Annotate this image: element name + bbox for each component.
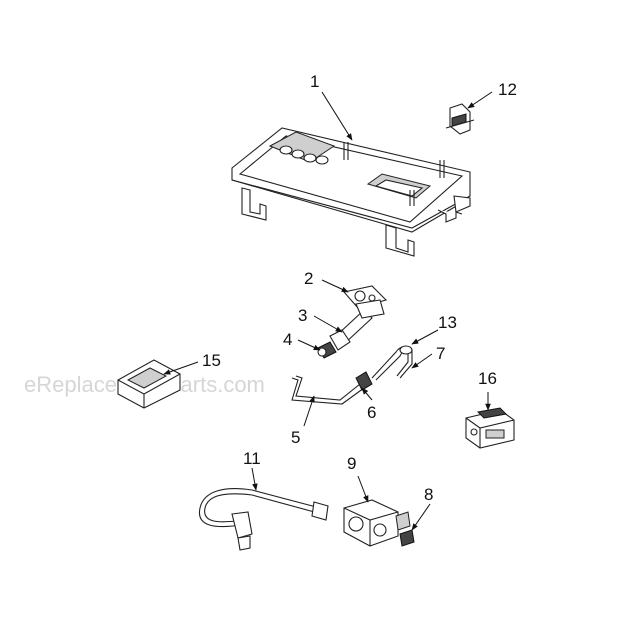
callout-15: 15 <box>202 351 221 370</box>
callout-3: 3 <box>298 306 307 325</box>
callout-16: 16 <box>478 369 497 388</box>
part-1-burner-tray[interactable] <box>231 127 471 257</box>
callout-13: 13 <box>438 313 457 332</box>
part-11-flex-hose[interactable] <box>198 488 329 551</box>
part-15-control-module[interactable] <box>117 359 181 409</box>
callout-1: 1 <box>310 72 319 91</box>
callout-12: 12 <box>498 80 517 99</box>
part-9-gas-valve[interactable] <box>343 499 411 547</box>
callout-8: 8 <box>424 485 433 504</box>
part-7-pilot-tube[interactable] <box>371 345 413 381</box>
part-4-orifice[interactable] <box>317 341 337 359</box>
part-3-burner-tube[interactable] <box>329 299 385 351</box>
part-6-fitting[interactable] <box>355 371 373 391</box>
callout-labels: 1 12 2 3 4 5 6 7 13 15 16 11 9 8 <box>202 72 517 504</box>
part-5-gas-line[interactable] <box>291 375 365 405</box>
part-16-receiver-box[interactable] <box>465 407 515 449</box>
callout-2: 2 <box>304 269 313 288</box>
callout-11: 11 <box>243 449 261 468</box>
callout-9: 9 <box>347 454 356 473</box>
leader-lines <box>163 91 493 531</box>
part-8-fitting[interactable] <box>399 529 415 547</box>
part-12-bracket[interactable] <box>445 103 475 135</box>
callout-7: 7 <box>436 344 445 363</box>
callout-5: 5 <box>291 428 300 447</box>
callout-4: 4 <box>283 330 292 349</box>
callout-6: 6 <box>367 403 376 422</box>
